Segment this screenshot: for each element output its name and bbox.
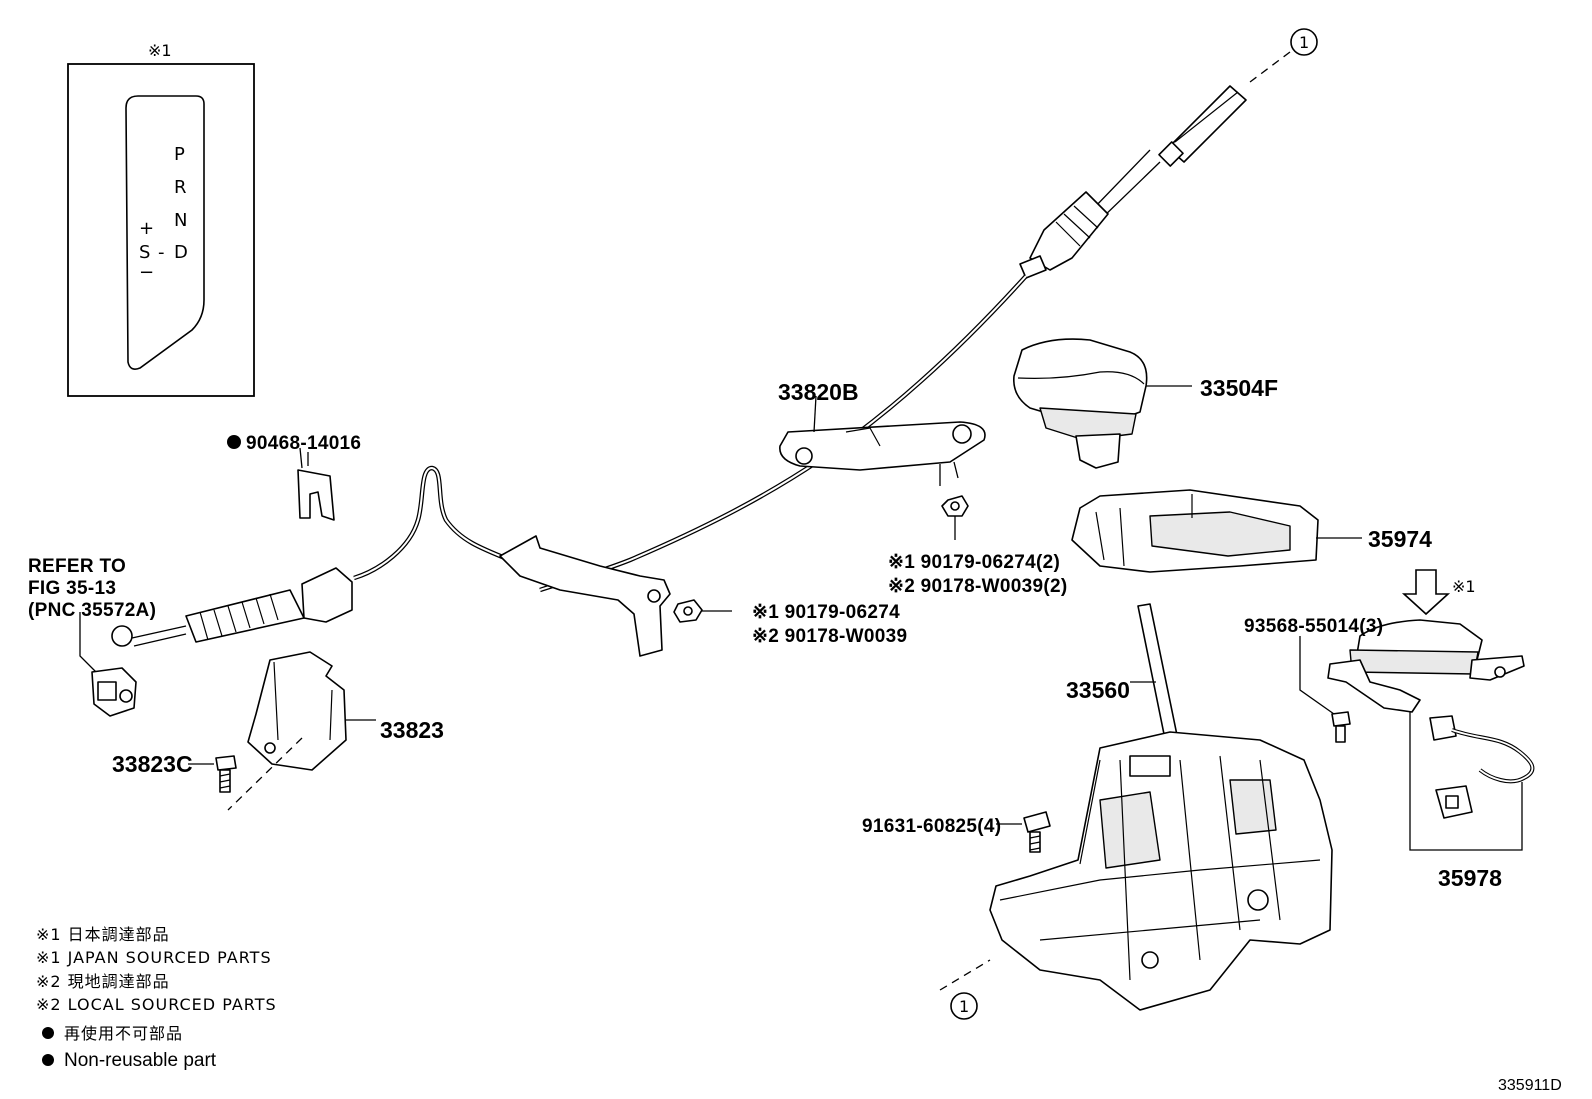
label-35978-mark: ※1: [1452, 577, 1476, 596]
gear-n: N: [174, 210, 187, 231]
inset-mark: ※1: [148, 41, 172, 60]
shift-panel-outline: [125, 95, 205, 370]
gear-minus: −: [139, 262, 154, 283]
nut-lower: [673, 599, 732, 623]
ref-circle-bottom-label: 1: [959, 997, 969, 1016]
shift-pattern-inset: ※1 P R N D + S - −: [67, 41, 255, 397]
refer-line-2: FIG 35-13: [28, 578, 116, 599]
label-35978: 35978: [1438, 865, 1502, 891]
label-90178-w0039-2: ※2 90178-W0039(2): [888, 576, 1067, 597]
label-33823: 33823: [380, 717, 444, 743]
cable-plate-33820b: [779, 421, 986, 486]
label-33823c: 33823C: [112, 751, 193, 777]
cable-lower-boot: [301, 567, 353, 623]
gear-p: P: [174, 144, 185, 165]
legend-line-3: ※2 現地調達部品: [36, 972, 170, 991]
label-33820b: 33820B: [778, 379, 859, 405]
label-91631-60825: 91631-60825(4): [862, 816, 1001, 837]
label-33560: 33560: [1066, 677, 1130, 703]
legend-line-5: 再使用不可部品: [64, 1024, 183, 1043]
legend-dot-2: [42, 1054, 54, 1066]
inset-frame: [67, 63, 255, 397]
cable-upper-rod: [1099, 161, 1161, 221]
cable-lower-rod: [131, 625, 187, 639]
clip-90468: [297, 447, 335, 521]
indicator-housing-35974: [1071, 489, 1362, 573]
screw-33823c: [215, 755, 237, 793]
shift-knob-33504f: [1013, 338, 1192, 469]
label-35974: 35974: [1368, 526, 1432, 552]
ref-circle-top: 1: [1290, 28, 1318, 56]
cable-end-connector: [79, 612, 137, 717]
cover-33823: [227, 651, 347, 811]
control-cable: [111, 85, 1247, 657]
ref-circle-top-label: 1: [1299, 33, 1309, 52]
gear-plus: +: [139, 218, 154, 239]
cable-bracket: [499, 535, 671, 657]
screw-91631: [996, 811, 1051, 853]
legend-line-2: ※1 JAPAN SOURCED PARTS: [36, 948, 272, 967]
legend-line-4: ※2 LOCAL SOURCED PARTS: [36, 995, 277, 1014]
label-90179-06274-2: ※1 90179-06274(2): [888, 552, 1060, 573]
refer-line-3: (PNC 35572A): [28, 600, 156, 621]
shift-lever-assembly-33560: [939, 603, 1333, 1011]
indicator-assembly-35978: [1299, 569, 1535, 851]
gear-d: D: [174, 242, 188, 263]
legend-line-6: Non-reusable part: [64, 1050, 217, 1071]
figure-id: 335911D: [1498, 1077, 1562, 1094]
leader-lines: [188, 51, 1291, 765]
cable-upper-boot: [1029, 191, 1109, 271]
legend-dot-1: [42, 1027, 54, 1039]
gear-s: S: [139, 242, 150, 263]
nut-upper: [941, 495, 969, 540]
ref-circle-bottom: 1: [950, 992, 978, 1020]
label-90468-14016: 90468-14016: [246, 433, 361, 454]
cable-loop: [353, 465, 511, 581]
cable-upper-rod-2: [1091, 149, 1151, 211]
down-arrow: [1401, 569, 1451, 616]
gear-r: R: [174, 177, 187, 198]
legend-line-1: ※1 日本調達部品: [36, 925, 170, 944]
refer-line-1: REFER TO: [28, 556, 126, 577]
label-93568-55014: 93568-55014(3): [1244, 616, 1383, 637]
non-reusable-dot-90468: [227, 435, 241, 449]
label-33504f: 33504F: [1200, 375, 1278, 401]
gear-dash: -: [158, 242, 165, 263]
cable-lower-spring: [185, 589, 305, 643]
label-90179-06274: ※1 90179-06274: [752, 602, 900, 623]
legend: ※1 日本調達部品 ※1 JAPAN SOURCED PARTS ※2 現地調達…: [36, 925, 277, 1071]
label-90178-w0039: ※2 90178-W0039: [752, 626, 907, 647]
